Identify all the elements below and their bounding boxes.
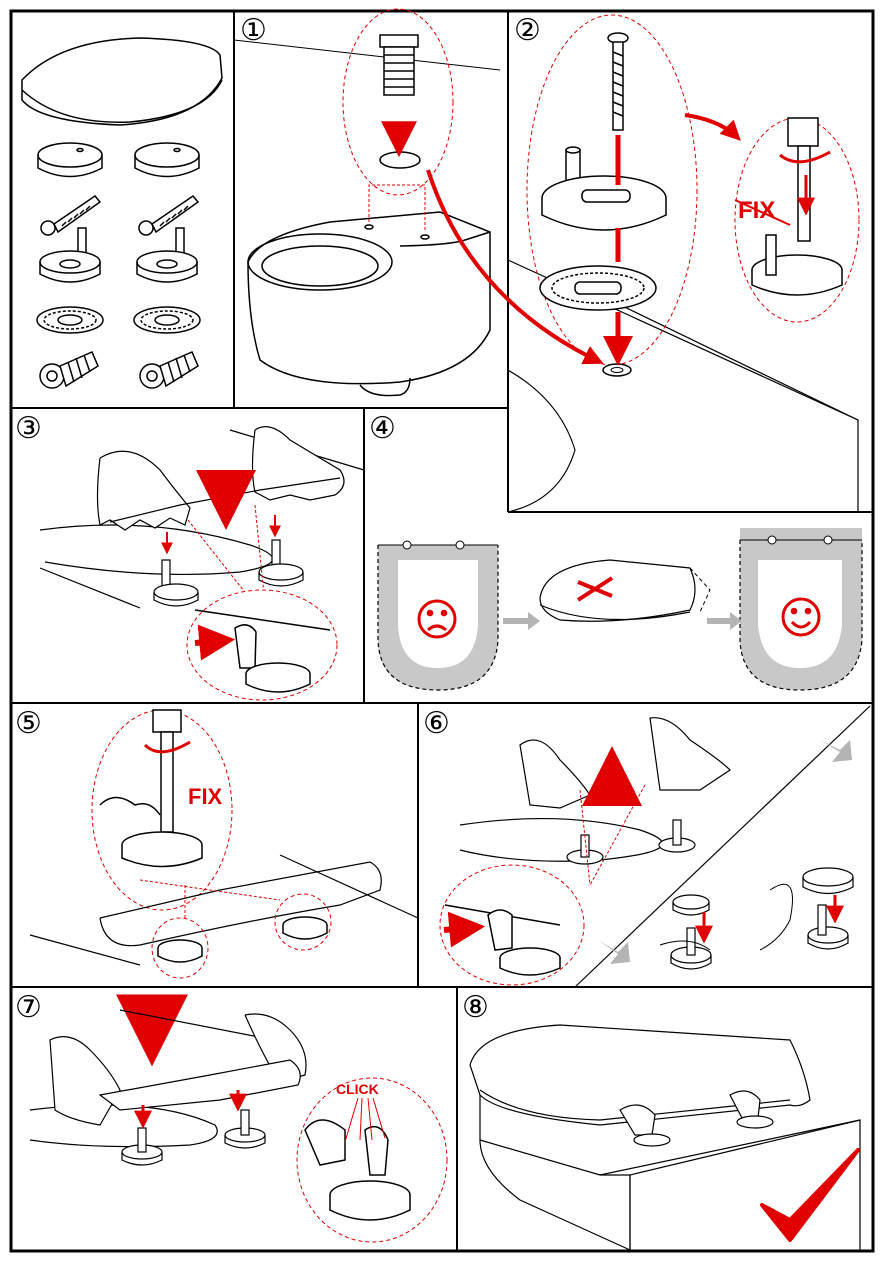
washer-part — [133, 306, 201, 334]
seat-correct — [739, 528, 863, 691]
step-7-number: ⑦ — [15, 990, 42, 1025]
checkmark-icon — [760, 1148, 860, 1242]
step-6-panel — [439, 705, 871, 988]
step-3-panel — [39, 426, 365, 701]
step-2-panel — [507, 14, 860, 513]
step-1-panel — [233, 8, 604, 397]
step-8-panel — [469, 1024, 861, 1251]
screw-part — [40, 194, 102, 236]
sad-face-icon — [417, 599, 457, 639]
hinge-base-part — [39, 227, 101, 283]
screwdriver-detail — [751, 117, 843, 296]
happy-face-icon — [781, 597, 821, 637]
step-5-panel — [29, 709, 419, 979]
hinge-base-detail — [541, 146, 667, 231]
seat-wrong — [377, 540, 499, 691]
fix-crossed-label: FIX — [738, 197, 776, 224]
step-4-panel — [377, 528, 863, 691]
screw-detail — [607, 32, 629, 131]
step-6-number: ⑥ — [423, 706, 450, 741]
hinge-base-part — [136, 227, 198, 283]
step-5-number: ⑤ — [15, 706, 42, 741]
rotate-arrow-icon — [779, 150, 831, 164]
washer-detail — [539, 265, 657, 311]
lid-wrong — [539, 559, 711, 622]
cover-cap-part — [134, 142, 200, 178]
cover-cap-part — [37, 142, 103, 178]
fix-label: FIX — [188, 784, 223, 809]
step-1-number: ① — [240, 13, 267, 48]
step-2-number: ② — [514, 13, 541, 48]
washer-part — [36, 306, 104, 334]
seat-lid-part — [21, 37, 223, 126]
plug-detail — [379, 34, 421, 169]
step-4-number: ④ — [369, 411, 396, 446]
step-8-number: ⑧ — [462, 990, 489, 1025]
expansion-plug-part — [139, 351, 199, 389]
red-cross-icon — [576, 576, 614, 602]
panel-grid — [9, 9, 875, 1253]
step-7-panel — [29, 994, 448, 1243]
screw-part — [138, 194, 200, 236]
parts-panel — [21, 37, 223, 389]
click-label: CLICK — [336, 1081, 379, 1097]
expansion-plug-part — [39, 351, 99, 389]
step-3-number: ③ — [15, 411, 42, 446]
